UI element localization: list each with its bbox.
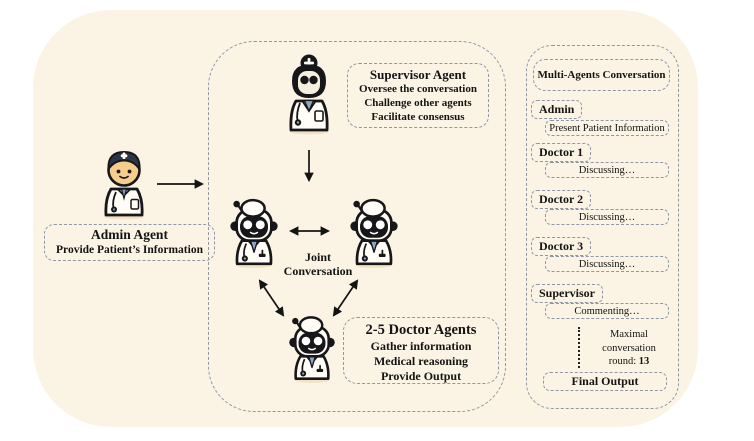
doctor-agents-box: 2-5 Doctor Agents Gather information Med… (343, 317, 499, 384)
conversation-panel (526, 45, 679, 409)
final-output-box: Final Output (543, 372, 667, 391)
supervisor-agent-title: Supervisor Agent (369, 67, 467, 82)
doctor-robot-bottom-icon (286, 312, 338, 384)
speaker-label-admin: Admin (531, 100, 583, 119)
supervisor-line: Facilitate consensus (371, 111, 465, 123)
supervisor-line: Challenge other agents (364, 97, 472, 109)
message-box-admin: Present Patient Information (545, 120, 669, 136)
joint-conversation-label: Joint Conversation (283, 250, 353, 278)
conversation-panel-title: Multi-Agents Conversation (533, 59, 670, 91)
note-round-line: round: 13 (586, 355, 672, 369)
message-box-doctor-2: Discussing… (545, 209, 669, 225)
speaker-label-supervisor: Supervisor (531, 284, 604, 303)
speaker-label-doctor-3: Doctor 3 (531, 237, 592, 256)
note-line: Maximal (610, 329, 648, 340)
message-box-supervisor: Commenting… (545, 303, 669, 319)
supervisor-agent-box: Supervisor Agent Oversee the conversatio… (347, 63, 489, 128)
admin-agent-title: Admin Agent (91, 227, 168, 242)
round-label: round: (608, 356, 637, 367)
note-line: conversation (602, 342, 656, 354)
doctor-agents-line: Medical reasoning (373, 354, 469, 368)
doctor-agents-line: Gather information (370, 339, 472, 353)
doctor-person-icon (95, 142, 153, 220)
round-value: 13 (638, 356, 650, 367)
message-box-doctor-1: Discussing… (545, 162, 669, 178)
speaker-label-doctor-2: Doctor 2 (531, 190, 592, 209)
message-box-doctor-3: Discussing… (545, 256, 669, 272)
doctor-agents-title: 2-5 Doctor Agents (365, 322, 477, 338)
doctor-agents-line: Provide Output (380, 369, 462, 383)
admin-agent-subtitle: Provide Patient’s Information (56, 244, 203, 256)
doctor-robot-left-icon (227, 195, 281, 269)
repeat-dotted-line (578, 327, 580, 368)
supervisor-robot-icon (279, 51, 339, 135)
speaker-label-doctor-1: Doctor 1 (531, 143, 592, 162)
maximal-round-note: Maximal conversation round: 13 (586, 328, 672, 369)
admin-agent-box: Admin Agent Provide Patient’s Informatio… (44, 224, 215, 261)
supervisor-line: Oversee the conversation (359, 83, 477, 95)
agents-container (208, 41, 506, 412)
